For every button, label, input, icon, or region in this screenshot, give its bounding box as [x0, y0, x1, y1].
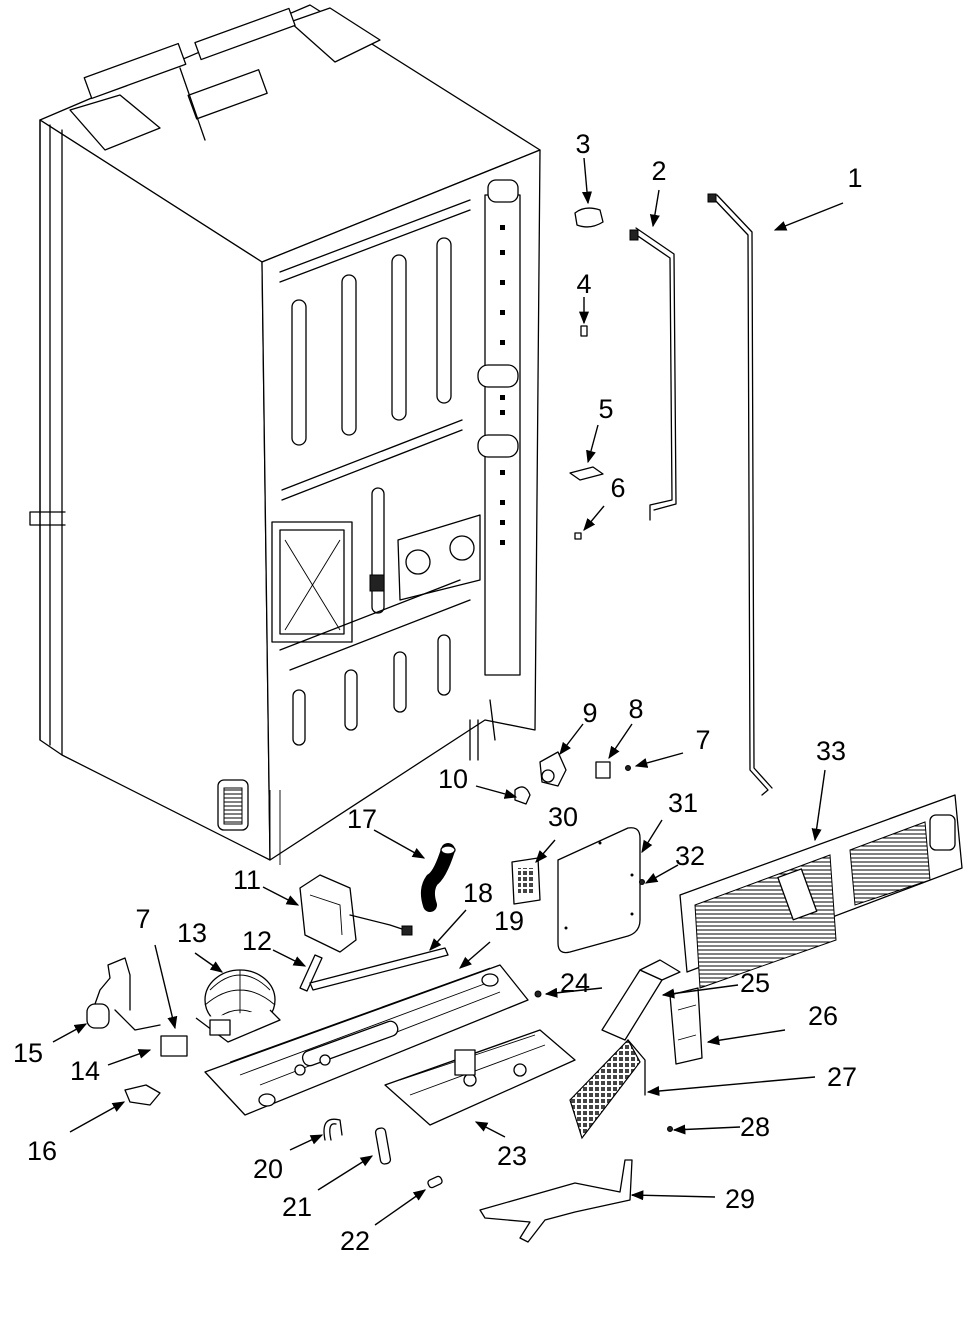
callout-17: 17 — [347, 804, 377, 834]
callout-6: 6 — [610, 473, 625, 503]
part-1-tube — [707, 193, 773, 796]
callout-28: 28 — [740, 1112, 770, 1142]
part-31-cover — [557, 827, 641, 954]
callout-10: 10 — [438, 764, 468, 794]
part-20-tube — [323, 1118, 343, 1141]
callout-23: 23 — [497, 1141, 527, 1171]
callout-14: 14 — [70, 1056, 100, 1086]
part-16-plate — [124, 1084, 161, 1106]
part-3-cap — [574, 207, 604, 228]
callout-2: 2 — [651, 156, 666, 186]
callout-16: 16 — [27, 1136, 57, 1166]
part-9-valve — [539, 751, 567, 787]
callout-15: 15 — [13, 1038, 43, 1068]
callout-4: 4 — [576, 269, 591, 299]
part-25-duct — [601, 959, 681, 1041]
part-15-capacitor — [86, 957, 161, 1031]
part-5-block — [569, 466, 604, 481]
callout-1: 1 — [847, 163, 862, 193]
part-12-tube — [299, 954, 323, 992]
callout-8: 8 — [628, 694, 643, 724]
part-24-screw — [534, 990, 542, 998]
callout-26: 26 — [808, 1001, 838, 1031]
callout-18: 18 — [463, 878, 493, 908]
callout-12: 12 — [242, 926, 272, 956]
part-32-screw — [639, 879, 645, 885]
part-26-fan-housing — [669, 987, 703, 1065]
part-18-strip — [309, 947, 449, 991]
part-29-tube-loop — [479, 1159, 633, 1243]
part-2-tube — [629, 227, 677, 521]
callout-9: 9 — [582, 698, 597, 728]
callout-13: 13 — [177, 918, 207, 948]
callout-29: 29 — [725, 1184, 755, 1214]
callout-11: 11 — [233, 865, 261, 895]
callout-3: 3 — [575, 129, 590, 159]
callout-20: 20 — [253, 1154, 283, 1184]
callout-22: 22 — [340, 1226, 370, 1256]
leader-arrows — [52, 157, 844, 1226]
part-13-compressor — [195, 969, 281, 1043]
callout-labels: 1 2 3 4 5 6 7 7 8 9 10 11 12 13 14 15 16… — [13, 129, 863, 1256]
refrigerator-cabinet — [29, 4, 541, 865]
callout-5: 5 — [598, 394, 613, 424]
part-17-hose — [420, 843, 456, 912]
part-14-relay — [160, 1035, 188, 1057]
part-4-clip — [580, 325, 588, 337]
part-22-fitting — [427, 1175, 443, 1189]
callout-33: 33 — [816, 736, 846, 766]
part-6-clip — [574, 532, 582, 540]
callout-7-upper: 7 — [695, 725, 710, 755]
part-11-bracket — [299, 874, 413, 953]
part-19-base-pan — [204, 964, 529, 1116]
callout-7-lower: 7 — [135, 904, 150, 934]
callout-27: 27 — [827, 1062, 857, 1092]
part-10-clip — [514, 786, 531, 805]
callout-30: 30 — [548, 802, 578, 832]
part-30-board — [511, 857, 541, 905]
callout-24: 24 — [560, 968, 590, 998]
callout-25: 25 — [740, 968, 770, 998]
callout-32: 32 — [675, 841, 705, 871]
callout-19: 19 — [494, 906, 524, 936]
part-28-screw — [667, 1126, 673, 1132]
callout-31: 31 — [668, 788, 698, 818]
part-21-dryer — [374, 1127, 392, 1165]
part-8-bracket — [595, 761, 611, 779]
part-27-condenser — [569, 1038, 646, 1140]
part-33-rear-panel — [679, 794, 963, 989]
callout-21: 21 — [282, 1192, 312, 1222]
part-7-screw — [625, 765, 631, 771]
part-23-drain-tray — [384, 1029, 576, 1126]
